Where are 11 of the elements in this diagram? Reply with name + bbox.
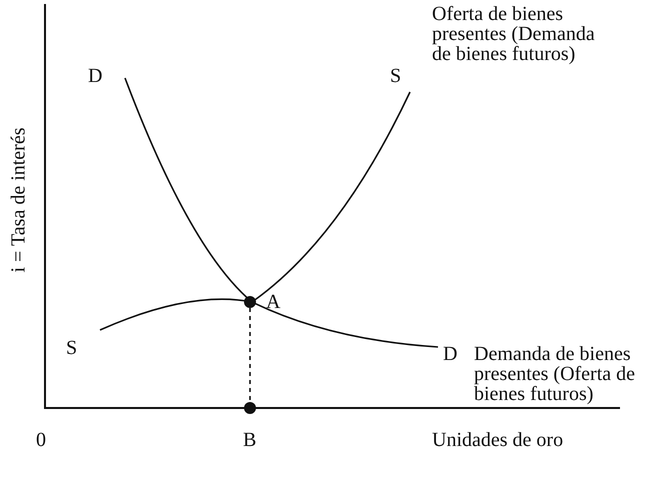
curve-label: S <box>390 66 402 86</box>
curve-label: D <box>88 66 102 86</box>
axis-label: Unidades de oro <box>432 430 564 450</box>
curve-label: S <box>66 338 78 358</box>
curve-description: Demanda de bienes presentes (Oferta de bienes futuros) <box>474 344 636 404</box>
tick-label: 0 <box>36 430 46 450</box>
point-label: A <box>266 292 280 312</box>
axis-label: i = Tasa de interés <box>8 127 28 273</box>
curve-description: Oferta de bienes presentes (Demanda de bienes futuros) <box>432 4 596 64</box>
tick-label: B <box>243 430 256 450</box>
curve-label: D <box>443 344 458 364</box>
